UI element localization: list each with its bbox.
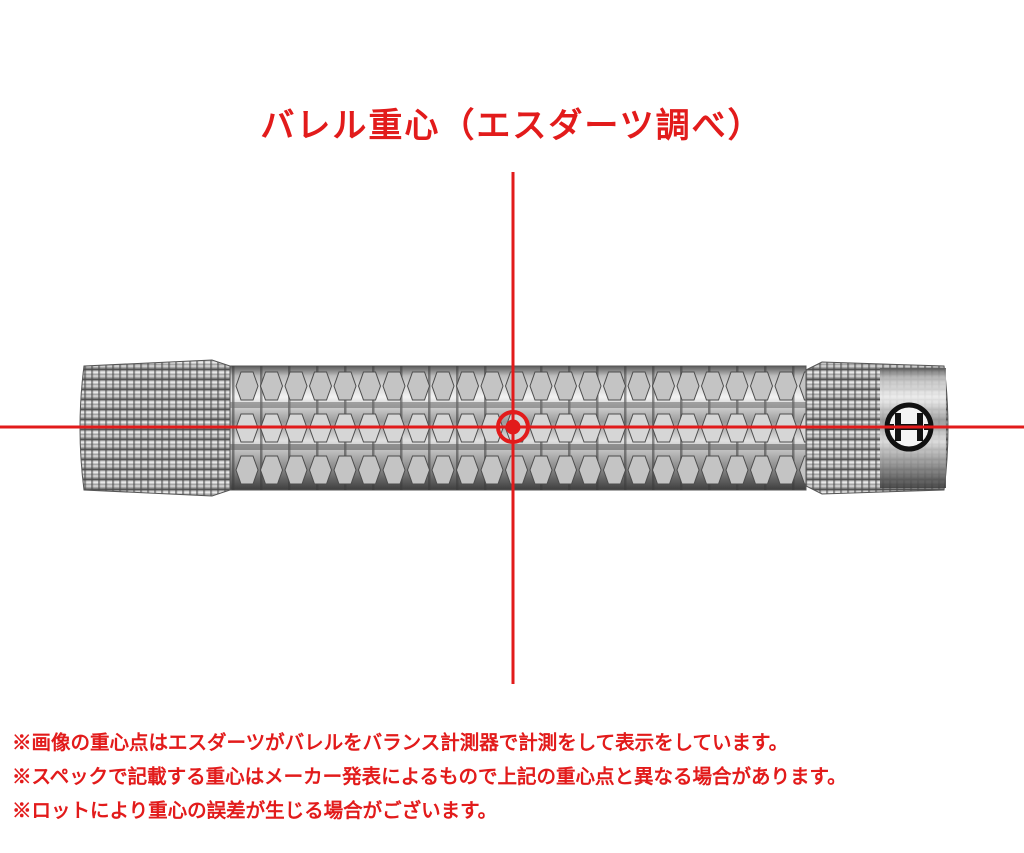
knurl-bump [578,371,602,401]
knurl-bump [602,371,627,401]
knurl-bump [308,371,333,401]
knurl-bump [455,455,480,485]
center-of-gravity-marker [496,410,530,444]
knurl-bump [725,371,749,401]
knurl-bump [627,371,651,401]
knurl-bump [553,371,578,401]
knurl-bump [504,455,529,485]
knurl-bump [676,455,700,485]
knurl-bump [284,371,308,401]
knurl-bump [553,455,578,485]
knurl-bump [406,371,431,401]
page-title: バレル重心（エスダーツ調べ） [260,106,764,146]
knurl-bump [284,455,308,485]
knurl-bump [333,371,357,401]
knurl-bump [651,371,676,401]
knurl-bump [357,455,382,485]
note-line: ※スペックで記載する重心はメーカー発表によるもので上記の重心点と異なる場合があり… [12,765,847,788]
knurl-bump [431,371,455,401]
knurl-bump [406,455,431,485]
knurl-bump [676,371,700,401]
knurl-bump [259,371,284,401]
knurl-bump [382,455,406,485]
knurl-bump [627,455,651,485]
note-line: ※画像の重心点はエスダーツがバレルをバランス計測器で計測をして表示をしています。 [12,731,789,754]
knurl-bump [480,371,504,401]
knurl-bump [235,455,259,485]
knurl-bump [308,455,333,485]
knurl-bump [774,455,798,485]
knurl-bump [333,455,357,485]
knurl-bump [455,371,480,401]
knurl-bump [725,455,749,485]
knurl-bump [259,455,284,485]
knurl-bump [749,455,774,485]
notes-block: ※画像の重心点はエスダーツがバレルをバランス計測器で計測をして表示をしています。… [12,726,1022,828]
knurl-bump [578,455,602,485]
knurl-bump [480,455,504,485]
knurl-bump [602,455,627,485]
dart-barrel-figure [0,172,1024,684]
note-line: ※ロットにより重心の誤差が生じる場合がございます。 [12,799,498,822]
knurl-bump [651,455,676,485]
knurl-bump [774,371,798,401]
knurl-bump [357,371,382,401]
knurl-bump [382,371,406,401]
knurl-bump [235,371,259,401]
knurl-bump [504,371,529,401]
knurl-bump [700,455,725,485]
knurl-bump [431,455,455,485]
knurl-bump [749,371,774,401]
knurl-bump [529,371,553,401]
knurl-bump [700,371,725,401]
knurl-bump [529,455,553,485]
